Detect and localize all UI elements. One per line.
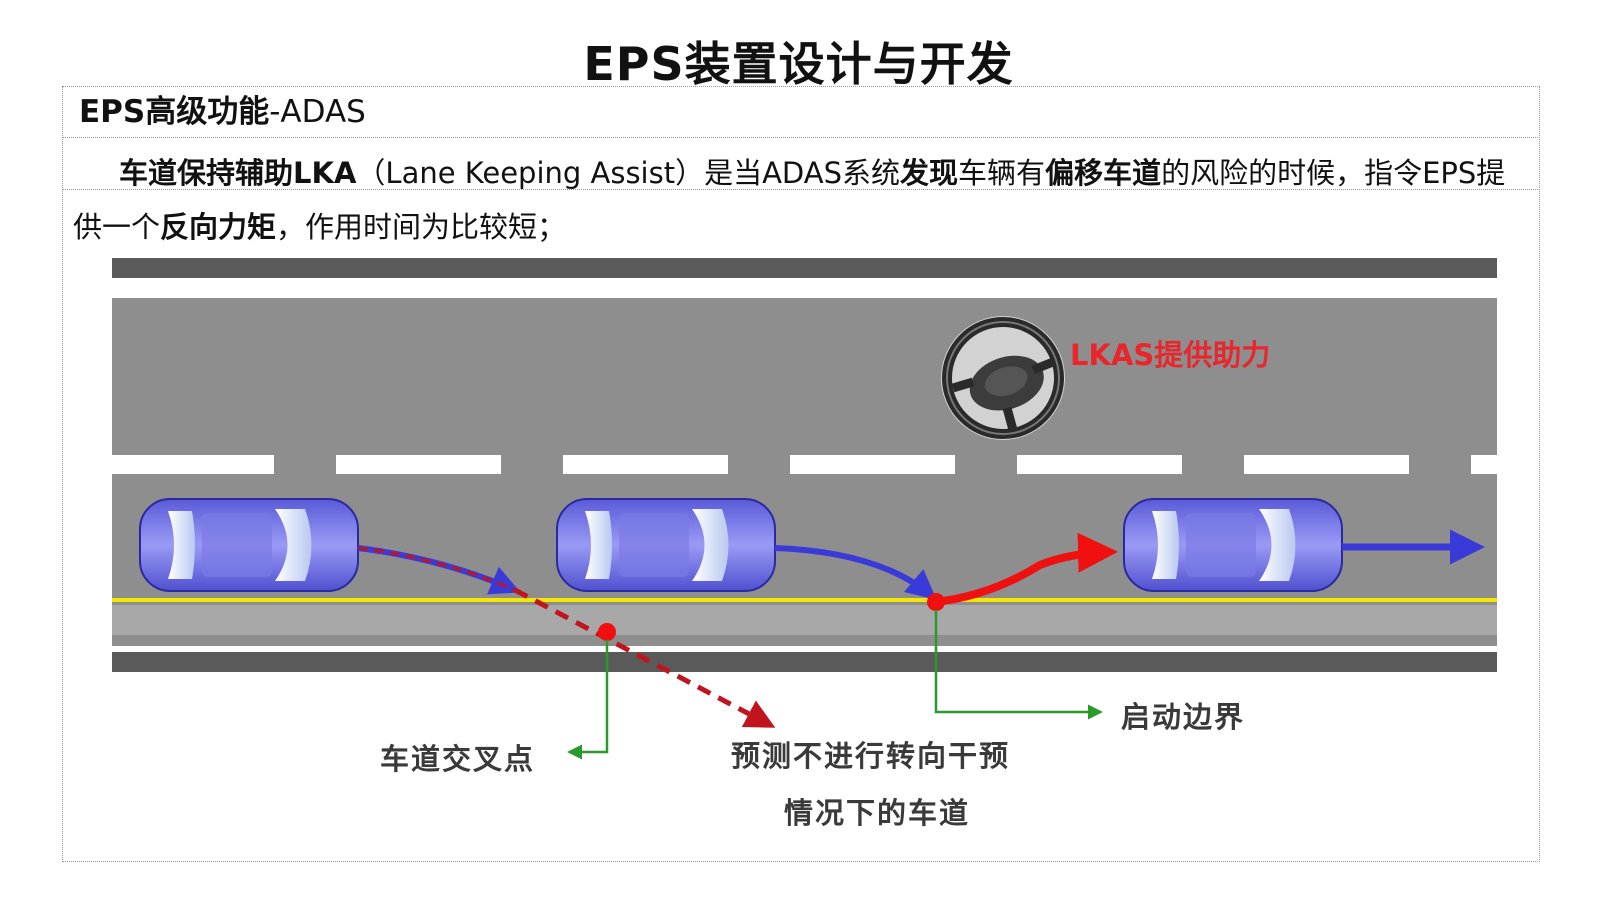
start-boundary-callout <box>934 610 1103 720</box>
car-icon <box>556 498 776 592</box>
section-heading: EPS高级功能-ADAS <box>79 92 366 132</box>
assist-arrow <box>934 532 1118 606</box>
term-counter-torque: 反向力矩 <box>160 210 277 244</box>
text-span: 车辆有 <box>958 156 1046 190</box>
steering-wheel-icon <box>941 316 1065 440</box>
start-boundary-label: 启动边界 <box>1121 700 1246 734</box>
lkas-label: LKAS提供助力 <box>1070 338 1271 372</box>
start-boundary-point <box>927 593 945 611</box>
lane-boundary-line <box>112 598 1497 602</box>
lane-cross-point <box>598 623 616 641</box>
car1-path-overlay <box>357 546 516 592</box>
section-heading-bold: EPS高级功能 <box>79 94 270 130</box>
page-title: EPS装置设计与开发 <box>583 37 1014 91</box>
lane-cross-callout <box>567 640 609 760</box>
term-lane-departure: 偏移车道 <box>1045 156 1162 190</box>
term-lka: 车道保持辅助LKA <box>119 156 357 190</box>
predicted-lane-label-line2: 情况下的车道 <box>784 796 971 830</box>
car2-path-arrow <box>774 545 937 600</box>
text-span: ，作用时间为比较短； <box>276 210 567 244</box>
divider <box>62 189 1540 190</box>
road-edge-top <box>112 258 1497 278</box>
text-span: 的风险的时候，指令EPS提供一个 <box>73 156 1506 244</box>
description-paragraph: 车道保持辅助LKA（Lane Keeping Assist）是当ADAS系统发现… <box>73 146 1523 254</box>
predicted-path-arrow <box>513 587 776 728</box>
term-detect: 发现 <box>900 156 959 190</box>
road-edge-bottom <box>112 652 1497 672</box>
text-span: （Lane Keeping Assist）是当ADAS系统 <box>356 156 901 190</box>
lane-cross-label: 车道交叉点 <box>380 742 536 776</box>
car-icon <box>139 498 359 592</box>
section-heading-suffix: -ADAS <box>269 94 366 130</box>
content-frame <box>62 86 1540 862</box>
divider <box>62 137 1540 138</box>
predicted-lane-label-line1: 预测不进行转向干预 <box>731 739 1011 773</box>
car-icon <box>1123 498 1343 592</box>
lane-dashes <box>112 455 1497 474</box>
